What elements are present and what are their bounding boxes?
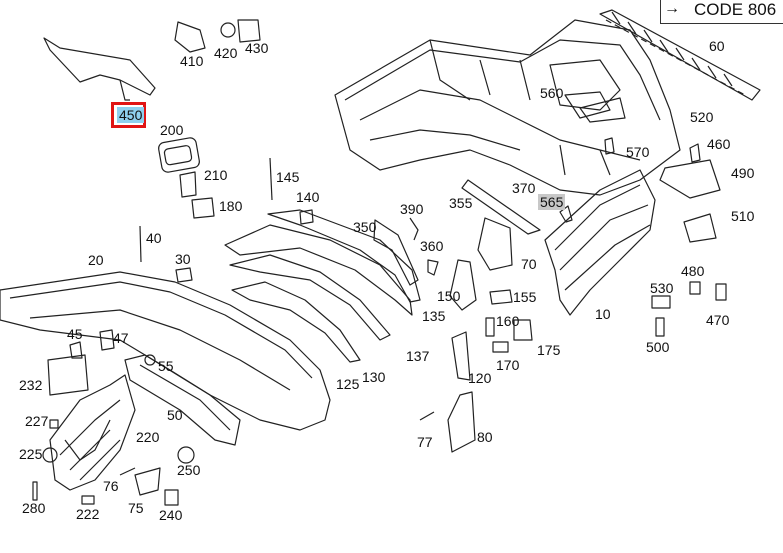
- part-label-220[interactable]: 220: [136, 429, 160, 445]
- part-label-140[interactable]: 140: [296, 189, 320, 205]
- part-label-570[interactable]: 570: [626, 144, 650, 160]
- part-label-227[interactable]: 227: [25, 413, 49, 429]
- part-label-20[interactable]: 20: [88, 252, 104, 268]
- part-label-47[interactable]: 47: [113, 330, 129, 346]
- selected-part-frame: [111, 102, 146, 128]
- part-label-180[interactable]: 180: [219, 198, 243, 214]
- part-label-250[interactable]: 250: [177, 462, 201, 478]
- part-label-225[interactable]: 225: [19, 446, 43, 462]
- part-10-drawing: [544, 169, 656, 316]
- part-label-75[interactable]: 75: [128, 500, 144, 516]
- part-label-420[interactable]: 420: [214, 45, 238, 61]
- part-label-30[interactable]: 30: [175, 251, 191, 267]
- part-label-410[interactable]: 410: [180, 53, 204, 69]
- part-label-137[interactable]: 137: [406, 348, 430, 364]
- small-parts-drawings: [32, 19, 727, 506]
- part-label-55[interactable]: 55: [158, 358, 174, 374]
- strip-drawings: [224, 209, 421, 363]
- part-label-232[interactable]: 232: [19, 377, 43, 393]
- part-label-460[interactable]: 460: [707, 136, 731, 152]
- part-label-50[interactable]: 50: [167, 407, 183, 423]
- part-220-drawing: [49, 374, 136, 491]
- code-label: CODE 806: [694, 0, 777, 19]
- part-560-carrier-drawing: [334, 19, 681, 196]
- part-label-160[interactable]: 160: [496, 313, 520, 329]
- part-label-10[interactable]: 10: [595, 306, 611, 322]
- part-label-40[interactable]: 40: [146, 230, 162, 246]
- part-label-530[interactable]: 530: [650, 280, 674, 296]
- part-label-125[interactable]: 125: [336, 376, 360, 392]
- part-label-77[interactable]: 77: [417, 434, 433, 450]
- part-label-60[interactable]: 60: [709, 38, 725, 54]
- part-label-175[interactable]: 175: [537, 342, 561, 358]
- part-label-500[interactable]: 500: [646, 339, 670, 355]
- part-label-210[interactable]: 210: [204, 167, 228, 183]
- code-arrow-icon: →: [664, 0, 680, 17]
- part-label-240[interactable]: 240: [159, 507, 183, 523]
- part-label-370[interactable]: 370: [512, 180, 536, 196]
- part-label-76[interactable]: 76: [103, 478, 119, 494]
- part-label-170[interactable]: 170: [496, 357, 520, 373]
- part-50-drawing: [124, 354, 241, 446]
- part-label-150[interactable]: 150: [437, 288, 461, 304]
- part-label-200[interactable]: 200: [160, 122, 184, 138]
- part-label-390[interactable]: 390: [400, 201, 424, 217]
- part-label-560[interactable]: 560: [540, 85, 564, 101]
- part-label-145[interactable]: 145: [276, 169, 300, 185]
- part-label-155[interactable]: 155: [513, 289, 537, 305]
- part-label-520[interactable]: 520: [690, 109, 714, 125]
- part-label-130[interactable]: 130: [362, 369, 386, 385]
- part-label-360[interactable]: 360: [420, 238, 444, 254]
- part-label-470[interactable]: 470: [706, 312, 730, 328]
- part-label-80[interactable]: 80: [477, 429, 493, 445]
- part-label-450[interactable]: 450: [117, 107, 145, 123]
- part-label-45[interactable]: 45: [67, 326, 83, 342]
- part-label-70[interactable]: 70: [521, 256, 537, 272]
- part-label-280[interactable]: 280: [22, 500, 46, 516]
- part-label-355[interactable]: 355: [449, 195, 473, 211]
- part-20-drawing: [0, 271, 331, 431]
- part-label-510[interactable]: 510: [731, 208, 755, 224]
- part-label-135[interactable]: 135: [422, 308, 446, 324]
- part-label-222[interactable]: 222: [76, 506, 100, 522]
- part-label-490[interactable]: 490: [731, 165, 755, 181]
- part-label-565[interactable]: 565: [538, 194, 566, 210]
- part-60-drawing: [599, 9, 761, 101]
- part-label-120[interactable]: 120: [468, 370, 492, 386]
- code-box: [660, 0, 783, 24]
- part-label-480[interactable]: 480: [681, 263, 705, 279]
- part-label-430[interactable]: 430: [245, 40, 269, 56]
- part-label-350[interactable]: 350: [353, 219, 377, 235]
